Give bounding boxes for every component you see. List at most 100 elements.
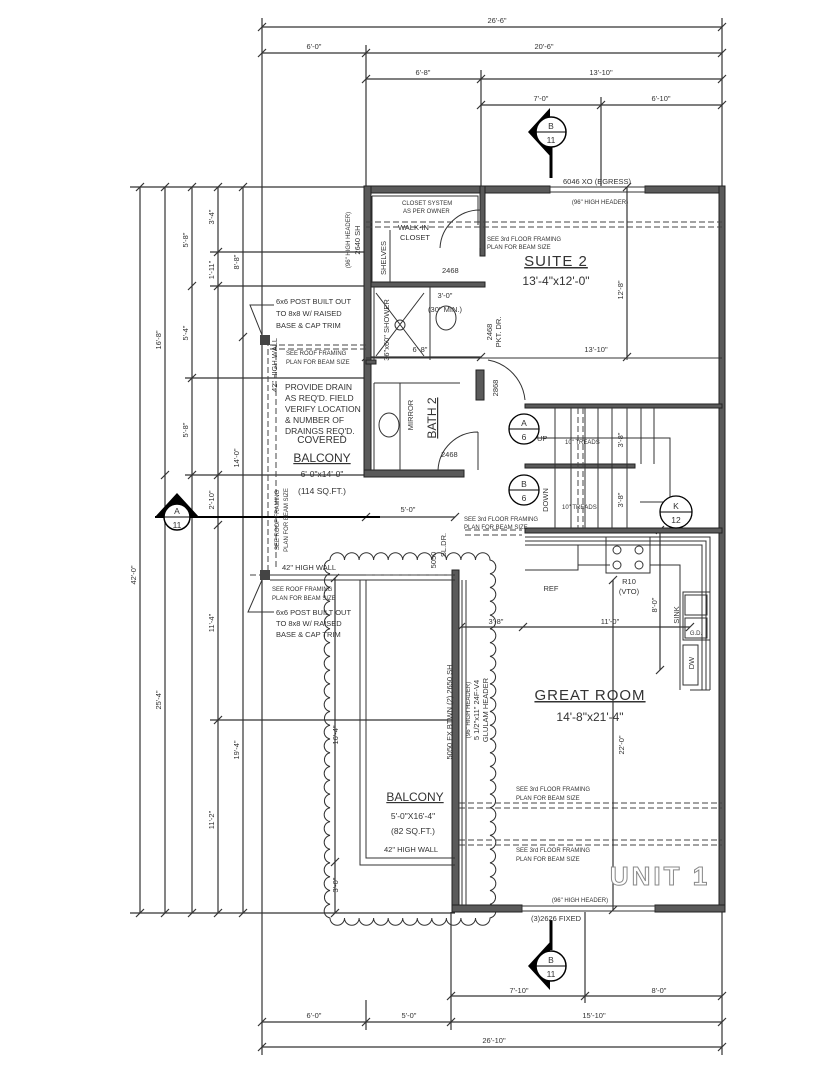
marker-letter: A xyxy=(521,418,527,428)
note: SEE 3rd FLOOR FRAMING xyxy=(516,848,590,854)
dim-tick xyxy=(238,332,248,342)
room-name-suite-2: SUITE 2 xyxy=(524,253,588,270)
glulam-note: 5 1/2"x11" 24F-V4 xyxy=(472,680,481,740)
dim-label: 26'-10" xyxy=(482,1036,506,1045)
slider-size: 5050 xyxy=(429,552,438,569)
note: PLAN FOR BEAM SIZE xyxy=(487,245,551,251)
note: SEE 3rd FLOOR FRAMING xyxy=(516,787,590,793)
dimension-labels-interior: 12'-8" 3'-0" (30" MIN.) 6'-8" 13'-10" 5'… xyxy=(331,280,659,892)
room-name-balcony: BALCONY xyxy=(386,790,443,804)
dim-label: 8'-0" xyxy=(652,986,667,995)
dim-label: 11'-2" xyxy=(207,810,216,829)
dim-label: 14'-0" xyxy=(232,448,241,467)
range-vent-label: (VTO) xyxy=(619,587,640,596)
revision-cloud xyxy=(323,552,497,926)
room-size-suite-2: 13'-4"x12'-0" xyxy=(522,274,589,288)
dim-label: 8'-0" xyxy=(650,597,659,612)
dim-label: 2'-10" xyxy=(207,490,216,509)
note: PLAN FOR BEAM SIZE xyxy=(272,596,336,602)
dim-label: 16'-8" xyxy=(154,330,163,349)
sink-label: SINK xyxy=(672,606,681,624)
section-marker-left: A 11 xyxy=(155,493,380,531)
note: DRAINGS REQ'D. xyxy=(285,426,355,436)
room-name-great-room: GREAT ROOM xyxy=(534,687,645,704)
dim-label: 3'-0" xyxy=(331,877,340,892)
dim-label: 42'-0" xyxy=(129,565,138,584)
window-egress: 6046 XO (EGRESS) xyxy=(563,177,631,186)
room-size-great-room: 14'-8"x21'-4" xyxy=(556,710,623,724)
room-area-balcony: (82 SQ.FT.) xyxy=(391,826,435,836)
note: TO 8x8 W/ RAISED xyxy=(276,309,342,318)
dim-label: (30" MIN.) xyxy=(428,305,462,314)
dim-label: 13'-10" xyxy=(584,345,608,354)
note: BASE & CAP TRIM xyxy=(276,321,341,330)
room-name-closet: CLOSET xyxy=(400,233,430,242)
dim-label: 7'-0" xyxy=(534,94,549,103)
glulam-note: GLULAM HEADER xyxy=(481,677,490,742)
note: BASE & CAP TRIM xyxy=(276,630,341,639)
dimension-lines xyxy=(130,18,727,1055)
dim-tick xyxy=(330,857,340,867)
marker-letter: B xyxy=(521,479,527,489)
note: 6x6 POST BUILT OUT xyxy=(276,297,351,306)
kitchen-marker-k: K 12 xyxy=(659,495,693,529)
note: SEE 3rd FLOOR FRAMING xyxy=(464,517,538,523)
dim-tick xyxy=(450,512,460,522)
note: SEE 3rd FLOOR FRAMING xyxy=(487,237,561,243)
dimension-labels-top: 26'-6" 6'-0" 20'-6" 6'-8" 13'-10" 7'-0" … xyxy=(307,16,671,103)
dim-label: 5'-0" xyxy=(402,1011,417,1020)
door-label: 2868 xyxy=(491,380,500,397)
marker-sheet: 6 xyxy=(522,493,527,503)
dishwasher-label: DW xyxy=(687,656,696,669)
note: VERIFY LOCATION xyxy=(285,404,361,414)
note: CLOSET SYSTEM xyxy=(402,201,452,207)
note: PLAN FOR BEAM SIZE xyxy=(516,796,580,802)
note: 42" HIGH WALL xyxy=(270,338,279,392)
dim-label: 5'-8" xyxy=(181,232,190,247)
note: SEE ROOF FRAMING xyxy=(275,490,281,551)
dim-label: 26'-6" xyxy=(487,16,506,25)
section-letter: B xyxy=(548,121,554,131)
note: & NUMBER OF xyxy=(285,415,344,425)
shower-label: 36"x60" SHOWER xyxy=(382,299,391,361)
room-area-covered-balcony: (114 SQ.FT.) xyxy=(298,486,346,496)
note: TO 8x8 W/ RAISED xyxy=(276,619,342,628)
note: 42" HIGH WALL xyxy=(282,563,336,572)
stair-down: DOWN xyxy=(541,488,550,512)
window-side: 5050 FX BTWN (2) 2650 SH xyxy=(445,664,454,759)
room-name-covered: COVERED xyxy=(297,435,346,446)
dim-label: 13'-10" xyxy=(589,68,613,77)
note: PLAN FOR BEAM SIZE xyxy=(516,857,580,863)
room-name-walk-in: WALK-IN xyxy=(398,223,429,232)
revision-cloud-outline xyxy=(323,552,497,926)
door-label: 2468 xyxy=(485,324,494,341)
dim-tick xyxy=(187,281,197,291)
dim-label: 8'-8" xyxy=(232,254,241,269)
note: 42" HIGH WALL xyxy=(384,845,438,854)
marker-sheet: 6 xyxy=(522,432,527,442)
stair-marker-b: B 6 xyxy=(508,474,540,506)
header-note: (96" HIGH HEADER) xyxy=(346,212,352,268)
dim-label: 6'-0" xyxy=(307,42,322,51)
door-label: 2468 xyxy=(442,266,459,275)
dim-label: 1'-11" xyxy=(207,260,216,279)
marker-sheet: 12 xyxy=(671,515,681,525)
dim-label: 5'-8" xyxy=(181,422,190,437)
header-note: (96" HIGH HEADER) xyxy=(466,682,472,738)
note: PLAN FOR BEAM SIZE xyxy=(464,525,528,531)
dimension-labels-left: 42'-0" 16'-8" 25'-4" 5'-8" 5'-4" 5'-8" 3… xyxy=(129,209,241,829)
walls xyxy=(363,185,726,913)
section-marker-top: B 11 xyxy=(528,108,567,178)
room-name-covered-balcony: BALCONY xyxy=(293,451,350,465)
door-label: 2468 xyxy=(441,450,458,459)
note: AS PER OWNER xyxy=(403,209,450,215)
dim-label: 11'-0" xyxy=(601,617,620,626)
note: PLAN FOR BEAM SIZE xyxy=(284,488,290,552)
stair-treads: 10" TREADS xyxy=(565,440,600,446)
section-letter: A xyxy=(174,506,180,516)
range-label: R10 xyxy=(622,577,636,586)
stair-treads: 10" TREADS xyxy=(562,505,597,511)
header-note: (96" HIGH HEADER) xyxy=(552,898,608,904)
dim-label: 15'-10" xyxy=(582,1011,606,1020)
